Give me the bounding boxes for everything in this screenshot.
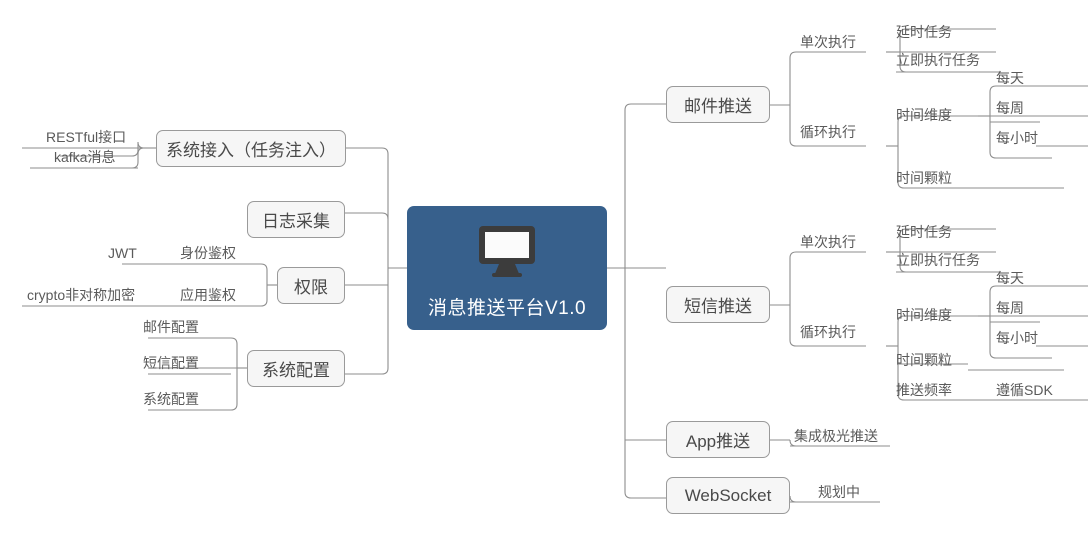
leaf-planning[interactable]: 规划中 xyxy=(818,484,860,500)
node-label: 日志采集 xyxy=(262,212,330,231)
leaf-email-single-exec[interactable]: 单次执行 xyxy=(800,34,856,50)
leaf-label: JWT xyxy=(108,245,137,261)
root-node[interactable]: 消息推送平台V1.0 xyxy=(407,206,607,330)
leaf-label: kafka消息 xyxy=(54,149,116,165)
node-label: 系统配置 xyxy=(262,361,330,380)
leaf-crypto-asymmetric[interactable]: crypto非对称加密 xyxy=(27,287,135,303)
leaf-label: 每周 xyxy=(996,100,1024,116)
leaf-sms-follow-sdk[interactable]: 遵循SDK xyxy=(996,382,1053,398)
leaf-identity-auth[interactable]: 身份鉴权 xyxy=(180,245,236,261)
leaf-label: 系统配置 xyxy=(143,391,199,407)
node-sms-push[interactable]: 短信推送 xyxy=(666,286,770,323)
leaf-email-weekly[interactable]: 每周 xyxy=(996,100,1024,116)
leaf-label: 每小时 xyxy=(996,130,1038,146)
leaf-sms-delayed-task[interactable]: 延时任务 xyxy=(896,224,952,240)
leaf-label: crypto非对称加密 xyxy=(27,287,136,303)
leaf-label: 时间维度 xyxy=(896,307,952,323)
leaf-email-cycle-exec[interactable]: 循环执行 xyxy=(800,124,856,140)
node-label: WebSocket xyxy=(684,485,772,505)
leaf-email-delayed-task[interactable]: 延时任务 xyxy=(896,24,952,40)
leaf-label: 立即执行任务 xyxy=(896,52,980,68)
leaf-label: 遵循SDK xyxy=(996,382,1053,398)
leaf-label: 时间颗粒 xyxy=(896,170,952,186)
leaf-label: 立即执行任务 xyxy=(896,252,980,268)
leaf-sms-daily[interactable]: 每天 xyxy=(996,270,1024,286)
leaf-sms-push-frequency[interactable]: 推送频率 xyxy=(896,382,952,398)
leaf-sms-time-granularity[interactable]: 时间颗粒 xyxy=(896,352,952,368)
leaf-email-immediate-task[interactable]: 立即执行任务 xyxy=(896,52,980,68)
node-log-collection[interactable]: 日志采集 xyxy=(247,201,345,238)
node-label: App推送 xyxy=(685,432,751,451)
leaf-jiguang-integration[interactable]: 集成极光推送 xyxy=(794,428,878,444)
leaf-email-time-granularity[interactable]: 时间颗粒 xyxy=(896,170,952,186)
leaf-label: 每小时 xyxy=(996,330,1038,346)
leaf-label: 单次执行 xyxy=(800,34,856,50)
leaf-restful-api[interactable]: RESTful接口 xyxy=(46,129,126,145)
leaf-label: 单次执行 xyxy=(800,234,856,250)
node-label: 系统接入（任务注入） xyxy=(166,141,336,160)
leaf-label: 延时任务 xyxy=(896,24,952,40)
node-system-config[interactable]: 系统配置 xyxy=(247,350,345,387)
leaf-label: 每天 xyxy=(996,270,1024,286)
leaf-kafka-message[interactable]: kafka消息 xyxy=(54,149,115,165)
leaf-label: 循环执行 xyxy=(800,124,856,140)
leaf-label: 规划中 xyxy=(818,484,860,500)
node-websocket[interactable]: WebSocket xyxy=(666,477,790,514)
leaf-system-config[interactable]: 系统配置 xyxy=(143,391,199,407)
leaf-label: 每周 xyxy=(996,300,1024,316)
leaf-label: 邮件配置 xyxy=(143,319,199,335)
node-app-push[interactable]: App推送 xyxy=(666,421,770,458)
leaf-sms-single-exec[interactable]: 单次执行 xyxy=(800,234,856,250)
node-email-push[interactable]: 邮件推送 xyxy=(666,86,770,123)
leaf-email-daily[interactable]: 每天 xyxy=(996,70,1024,86)
leaf-label: 应用鉴权 xyxy=(180,287,236,303)
leaf-sms-time-dimension[interactable]: 时间维度 xyxy=(896,307,952,323)
node-label: 权限 xyxy=(294,278,328,297)
leaf-label: 推送频率 xyxy=(896,382,952,398)
leaf-sms-hourly[interactable]: 每小时 xyxy=(996,330,1038,346)
monitor-icon xyxy=(476,224,538,283)
node-label: 短信推送 xyxy=(684,297,752,316)
leaf-label: 每天 xyxy=(996,70,1024,86)
leaf-email-time-dimension[interactable]: 时间维度 xyxy=(896,107,952,123)
leaf-sms-cycle-exec[interactable]: 循环执行 xyxy=(800,324,856,340)
leaf-label: 时间维度 xyxy=(896,107,952,123)
node-system-access[interactable]: 系统接入（任务注入） xyxy=(156,130,346,167)
leaf-mail-config[interactable]: 邮件配置 xyxy=(143,319,199,335)
leaf-label: 短信配置 xyxy=(143,355,199,371)
leaf-app-auth[interactable]: 应用鉴权 xyxy=(180,287,236,303)
leaf-sms-immediate-task[interactable]: 立即执行任务 xyxy=(896,252,980,268)
leaf-sms-weekly[interactable]: 每周 xyxy=(996,300,1024,316)
leaf-label: 循环执行 xyxy=(800,324,856,340)
leaf-email-hourly[interactable]: 每小时 xyxy=(996,130,1038,146)
leaf-jwt[interactable]: JWT xyxy=(108,245,137,261)
leaf-label: RESTful接口 xyxy=(46,129,127,145)
leaf-label: 延时任务 xyxy=(896,224,952,240)
leaf-label: 时间颗粒 xyxy=(896,352,952,368)
leaf-label: 身份鉴权 xyxy=(180,245,236,261)
node-permission[interactable]: 权限 xyxy=(277,267,345,304)
leaf-label: 集成极光推送 xyxy=(794,428,878,444)
leaf-sms-config[interactable]: 短信配置 xyxy=(143,355,199,371)
root-label: 消息推送平台V1.0 xyxy=(427,298,587,319)
node-label: 邮件推送 xyxy=(684,97,752,116)
